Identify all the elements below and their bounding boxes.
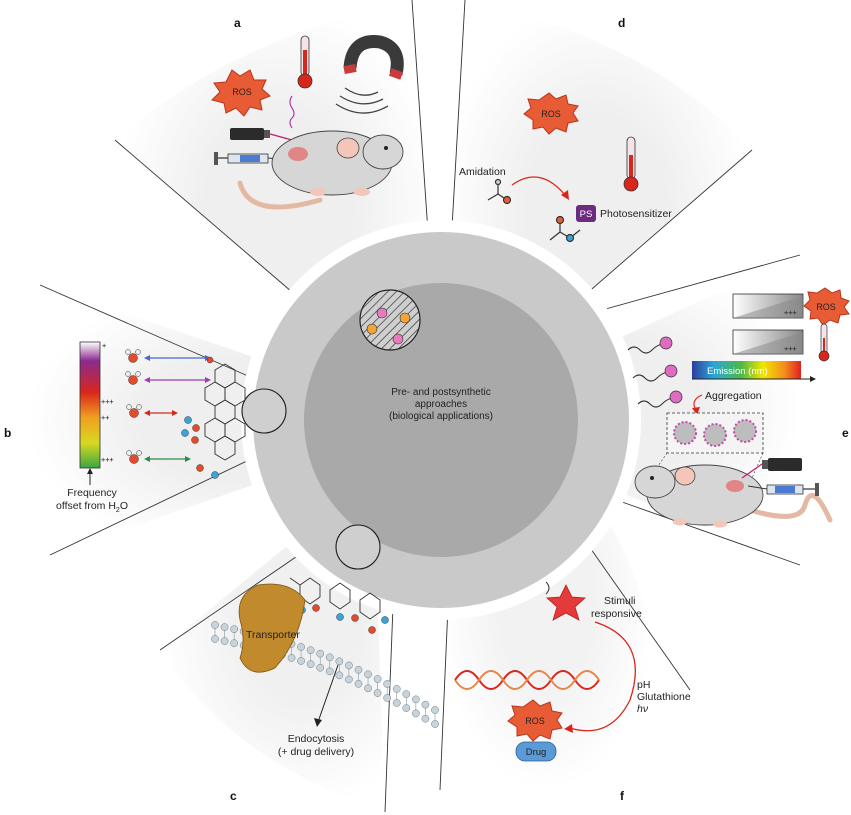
probe-head: [659, 336, 673, 350]
ros-burst-icon: [507, 699, 563, 742]
laser-icon: [741, 458, 802, 479]
scale-marker-mid: +++: [101, 398, 114, 406]
nanoparticle-orange: [366, 323, 378, 335]
ps-label: PS: [580, 209, 593, 220]
panel-c: Transporter Endocytosis (+ drug delivery…: [211, 577, 439, 758]
nanoparticle-orange: [399, 312, 411, 324]
panel-letter-c: c: [230, 789, 237, 803]
amidation-arrow: [511, 176, 566, 196]
transporter-label: Transporter: [246, 629, 300, 641]
thermometer-icon: [623, 136, 639, 192]
probe-head: [669, 390, 683, 404]
arrow-down-icon: [314, 718, 322, 727]
release-arrow: [569, 621, 636, 732]
wave-emission-icon: [335, 87, 389, 114]
framework-functional-groups: [181, 356, 219, 479]
panel-e: +++ ROS +++ Emission (nm) Aggregation: [627, 287, 850, 528]
magnifier-circle-b: [241, 388, 287, 434]
frequency-caption-line2: offset from H2O: [56, 500, 128, 514]
arrow-up-icon: [87, 468, 93, 474]
hv-label: hν: [637, 703, 649, 715]
magnifier-circle-c: [335, 524, 381, 570]
exchange-arrows: [144, 355, 211, 462]
probe-head: [664, 364, 678, 378]
nanoparticle-pink: [376, 307, 388, 319]
mouse-illustration: [237, 130, 404, 210]
stimuli-star-icon: [546, 584, 586, 621]
central-hub: Pre- and postsynthetic approaches (biolo…: [241, 220, 641, 620]
syringe-icon: [747, 483, 819, 496]
glutathione-label: Glutathione: [637, 691, 691, 703]
ros-burst-icon: [211, 69, 271, 117]
ros-label: ROS: [816, 302, 836, 312]
panel-letter-d: d: [618, 16, 625, 30]
center-title-line3: (biological applications): [389, 411, 493, 422]
plus-marker-mid: +++: [784, 345, 797, 353]
dna-helix-icon: [454, 670, 600, 690]
laser-icon: [230, 128, 293, 141]
stimuli-label-line2: responsive: [591, 608, 642, 620]
panel-f: Stimuli responsive pH Glutathione hν ROS…: [454, 581, 691, 762]
ros-label: ROS: [232, 87, 252, 97]
axis-arrow-icon: [810, 376, 816, 382]
ros-label: ROS: [541, 109, 561, 119]
molecule-product: [549, 215, 581, 243]
drug-capsule: [515, 741, 557, 762]
photosensitizer-label: Photosensitizer: [600, 208, 672, 220]
frequency-scale-bar: [79, 341, 101, 469]
arrow-head-icon: [564, 724, 573, 733]
thermometer-icon: [818, 323, 830, 362]
molecule-reactant: [487, 178, 512, 205]
ph-label: pH: [637, 679, 650, 691]
photosensitizer-badge: [576, 205, 596, 222]
panel-letter-b: b: [4, 426, 11, 440]
panel-b: + +++ ++ +++: [56, 341, 246, 514]
panel-letter-a: a: [234, 16, 241, 30]
water-molecules: [125, 349, 142, 464]
scale-marker-top: +: [102, 342, 106, 350]
endocytosis-label-line2: (+ drug delivery): [278, 746, 354, 758]
panel-letter-f: f: [620, 789, 625, 803]
emission-squiggle-arrow: [289, 95, 295, 129]
ros-burst-icon: [803, 287, 850, 326]
emission-spectrum-bar: [692, 361, 801, 379]
center-title-line1: Pre- and postsynthetic: [391, 387, 491, 398]
magnet-icon: [343, 35, 404, 80]
ros-burst-icon: [523, 92, 579, 135]
arrow-head-icon: [561, 190, 569, 200]
panel-d: ROS Amidation PS Phot: [459, 92, 672, 243]
probe-molecules: [627, 343, 675, 408]
center-title-line2: approaches: [415, 399, 467, 410]
scale-marker-bottom: +++: [101, 456, 114, 464]
arrow-head-icon: [692, 407, 700, 415]
thermometer-icon: [297, 35, 313, 89]
stimuli-label-line1: Stimuli: [604, 595, 636, 607]
hatched-material-inset: [359, 289, 421, 351]
endocytosis-label-line1: Endocytosis: [288, 733, 345, 745]
scale-marker-low: ++: [101, 414, 109, 422]
amidation-label: Amidation: [459, 166, 506, 178]
linker-squiggle: [545, 581, 550, 595]
aggregate-particles: [673, 419, 757, 447]
framework-lattice: [204, 363, 246, 461]
drug-label: Drug: [526, 747, 547, 758]
plus-marker-top: +++: [784, 309, 797, 317]
panel-a: ROS: [211, 35, 404, 210]
mouse-illustration: [634, 464, 833, 528]
frequency-caption-line1: Frequency: [67, 487, 117, 499]
aggregation-label: Aggregation: [705, 390, 762, 402]
nanoparticle-pink: [392, 333, 404, 345]
ros-label: ROS: [525, 716, 545, 726]
panel-letter-e: e: [842, 426, 849, 440]
transporter-protein: [238, 583, 306, 673]
emission-label: Emission (nm): [707, 366, 768, 377]
